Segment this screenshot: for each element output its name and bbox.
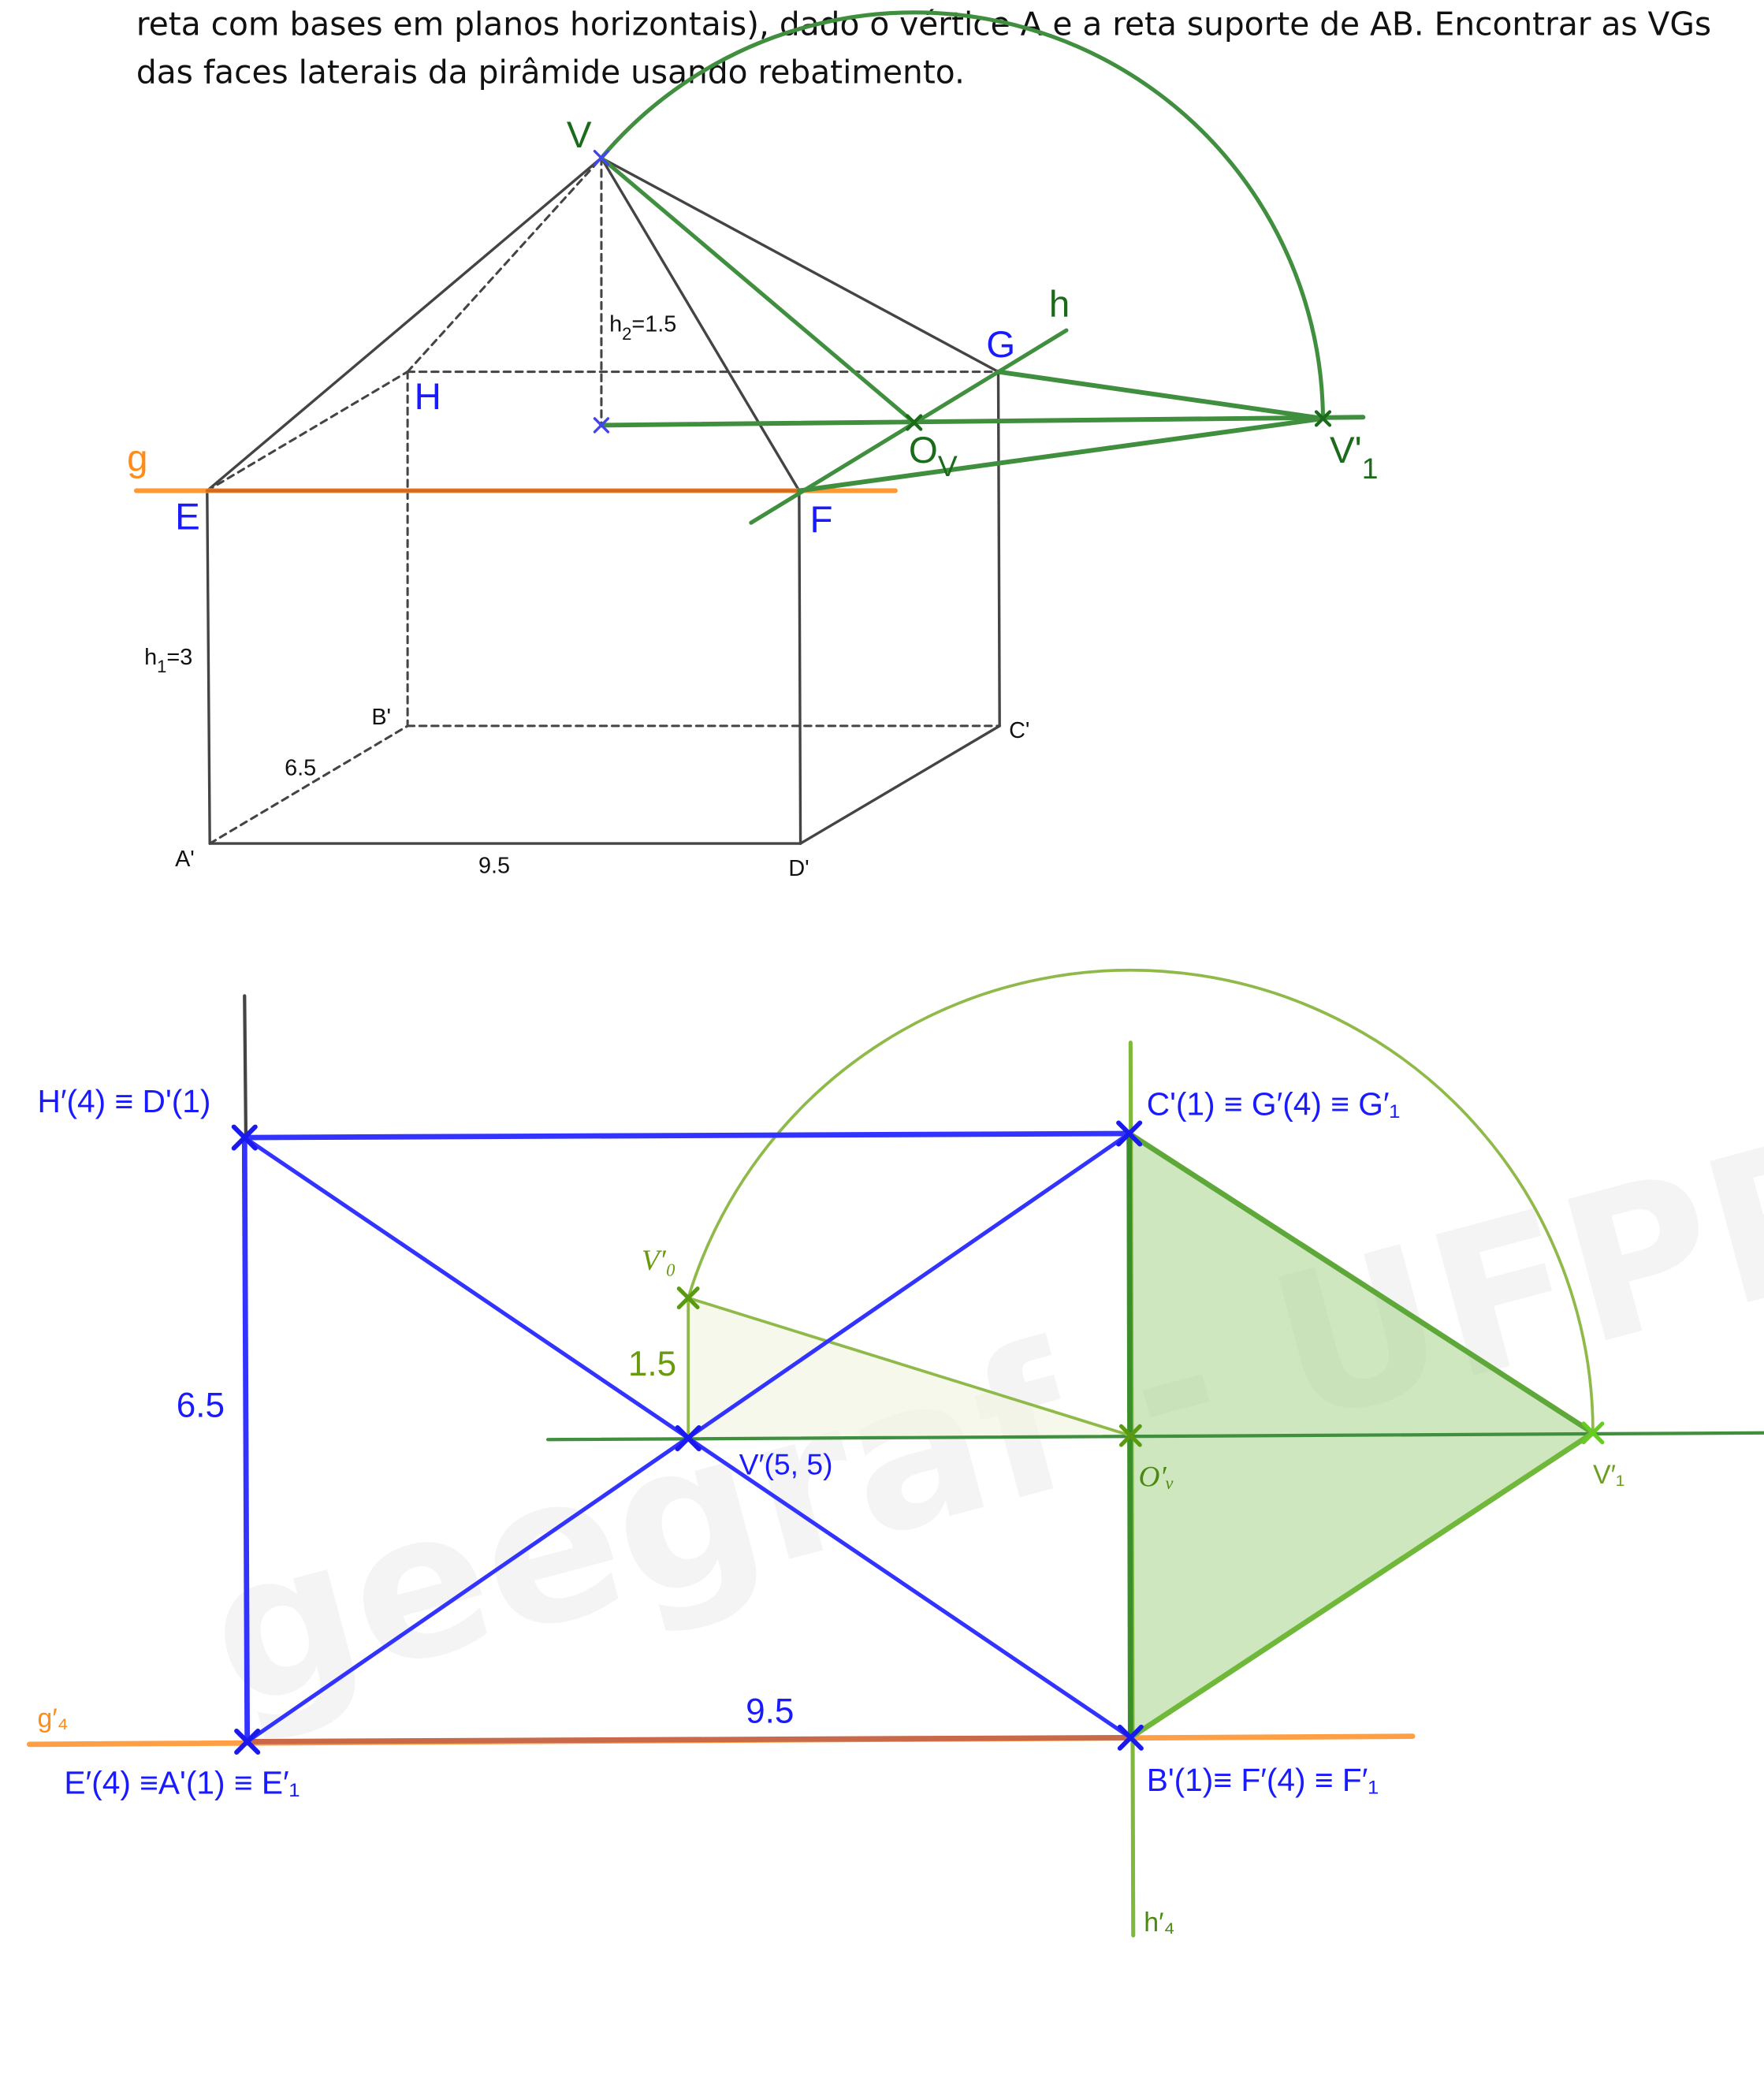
label-H: H bbox=[415, 376, 441, 418]
label-V: V bbox=[567, 114, 592, 156]
label-g4: g′₄ bbox=[37, 1703, 68, 1733]
label-Vprime: V′(5, 5) bbox=[739, 1447, 833, 1480]
perspective-labels: V E F G H g h OV V'1 h2=1.5 h1=3 A' B' C… bbox=[127, 114, 1378, 881]
hidden-edges bbox=[206, 156, 1001, 845]
svg-text:V'1: V'1 bbox=[1330, 430, 1378, 485]
dim-height: 1.5 bbox=[628, 1345, 676, 1383]
label-A: A' bbox=[175, 847, 195, 872]
label-g: g bbox=[127, 437, 147, 479]
label-V0: V′₀ bbox=[642, 1245, 676, 1277]
svg-text:OV: OV bbox=[909, 430, 958, 482]
label-D: D' bbox=[788, 856, 809, 881]
vertex-markers bbox=[231, 1120, 1144, 1755]
label-H-D: H′(4) ≡ D'(1) bbox=[37, 1083, 210, 1119]
label-G: G bbox=[986, 324, 1015, 366]
svg-text:h1=3: h1=3 bbox=[144, 645, 192, 676]
label-C: C' bbox=[1009, 718, 1029, 743]
label-B: B' bbox=[371, 705, 391, 730]
dim-side: 6.5 bbox=[177, 1386, 225, 1424]
label-h4: h′₄ bbox=[1144, 1908, 1174, 1938]
label-V1-prime: V′₁ bbox=[1593, 1460, 1624, 1490]
label-h1: h bbox=[144, 645, 157, 670]
cross-markers bbox=[593, 150, 610, 434]
visible-edges bbox=[206, 156, 1001, 845]
rotation-arc bbox=[599, 10, 1326, 421]
orthographic-labels: H′(4) ≡ D'(1) C'(1) ≡ G′(4) ≡ G′₁ E′(4) … bbox=[37, 1083, 1624, 1938]
label-C-G: C'(1) ≡ G′(4) ≡ G′₁ bbox=[1147, 1085, 1401, 1122]
orthographic-figure bbox=[26, 968, 1764, 1938]
label-E-A: E′(4) ≡A'(1) ≡ E′₁ bbox=[64, 1765, 300, 1801]
label-V1: V' bbox=[1330, 430, 1362, 471]
dim-depth: 6.5 bbox=[285, 756, 316, 781]
label-Ov-prime: O′ᵥ bbox=[1139, 1461, 1175, 1494]
problem-text-line-2: das faces laterais da pirâmide usando re… bbox=[136, 53, 965, 91]
dim-base: 9.5 bbox=[746, 1692, 794, 1731]
label-h2: h bbox=[609, 312, 622, 337]
label-E: E bbox=[175, 497, 200, 538]
label-Ov: O bbox=[909, 430, 938, 471]
rebatimento-arc bbox=[687, 968, 1595, 1435]
dim-width: 9.5 bbox=[478, 853, 510, 878]
label-F: F bbox=[809, 499, 832, 541]
perspective-figure bbox=[133, 10, 1366, 845]
label-B-F: B'(1)≡ F′(4) ≡ F′₁ bbox=[1147, 1762, 1379, 1798]
svg-text:h2=1.5: h2=1.5 bbox=[609, 312, 676, 344]
label-h: h bbox=[1049, 284, 1070, 326]
